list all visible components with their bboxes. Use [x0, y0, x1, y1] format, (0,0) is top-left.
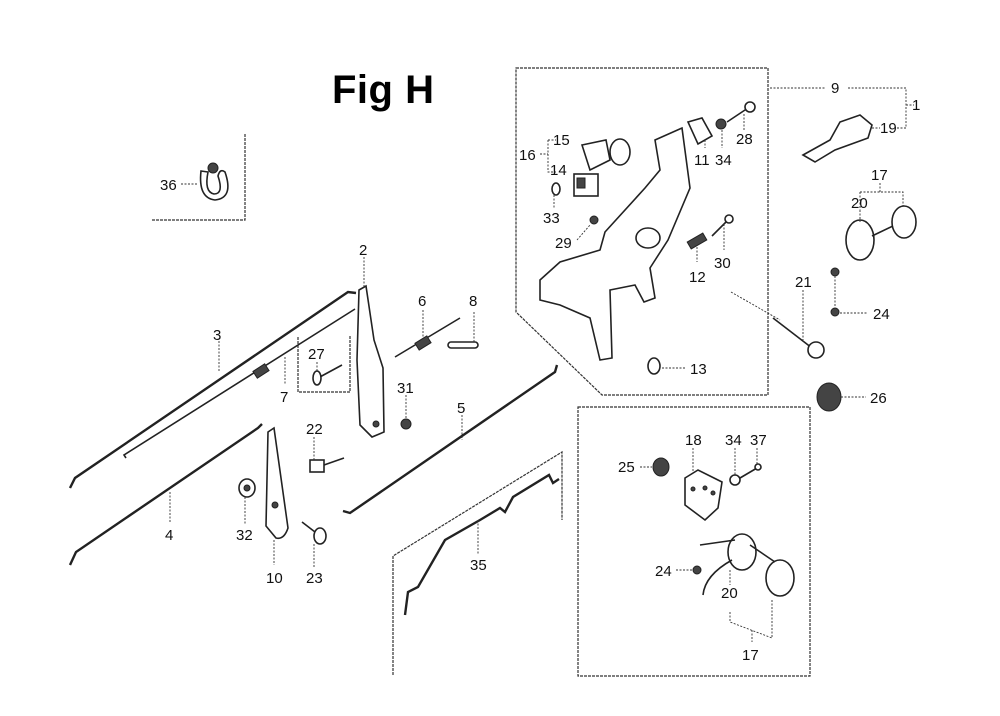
label-part-27: 27 [308, 346, 325, 363]
switch-assembly-frame [577, 406, 811, 677]
part-37-screw[interactable] [739, 448, 762, 479]
label-part-30: 30 [714, 255, 731, 272]
label-part-11: 11 [694, 152, 710, 169]
label-part-17-top: 17 [871, 167, 888, 184]
label-part-13: 13 [690, 361, 707, 378]
part-21-bolt[interactable] [772, 290, 825, 359]
label-part-20-top: 20 [851, 195, 868, 212]
part-25-nut[interactable] [640, 457, 670, 477]
part-20-switch[interactable] [845, 205, 917, 261]
part-13-spring[interactable] [647, 357, 686, 375]
label-part-32: 32 [236, 527, 253, 544]
label-part-2: 2 [359, 242, 367, 259]
part-33-washer[interactable] [551, 182, 561, 208]
label-part-33: 33 [543, 210, 560, 227]
group-16-leader [540, 139, 556, 173]
label-part-12: 12 [689, 269, 706, 286]
part-15-cap[interactable] [580, 138, 631, 172]
label-part-9: 9 [831, 80, 839, 97]
part-4-rod[interactable] [68, 423, 263, 566]
bolt-27-frame [297, 335, 351, 393]
label-part-17-bottom: 17 [742, 647, 759, 664]
part-34-washer-top[interactable] [715, 118, 727, 148]
part-19-plate[interactable] [801, 114, 880, 163]
rod-35-frame [392, 450, 563, 675]
label-part-18: 18 [685, 432, 702, 449]
part-8-spring[interactable] [447, 312, 479, 349]
label-part-21: 21 [795, 274, 812, 291]
part-10-lever[interactable] [265, 426, 289, 565]
label-part-24-bottom: 24 [655, 563, 672, 580]
label-part-29: 29 [555, 235, 572, 252]
label-part-24-top: 24 [873, 306, 890, 323]
part-6-spring-pin[interactable] [394, 310, 461, 358]
part-21-leader-diag [730, 291, 781, 321]
label-part-22: 22 [306, 421, 323, 438]
part-3-rod[interactable] [68, 290, 357, 489]
label-part-6: 6 [418, 293, 426, 310]
part-29-screw[interactable] [576, 215, 599, 241]
part-5-rod[interactable] [342, 364, 559, 515]
label-part-37: 37 [750, 432, 767, 449]
part-32-washer[interactable] [238, 478, 256, 525]
label-part-34-top: 34 [715, 152, 732, 169]
label-part-10: 10 [266, 570, 283, 587]
label-part-20-bottom: 20 [721, 585, 738, 602]
part-34-washer-bottom[interactable] [729, 448, 741, 486]
part-36-clip[interactable] [181, 162, 229, 201]
label-part-15: 15 [553, 132, 570, 149]
part-14-switch[interactable] [573, 173, 599, 197]
label-part-16: 16 [519, 147, 536, 164]
label-part-3: 3 [213, 327, 221, 344]
group-9-leader [770, 87, 914, 129]
label-part-26: 26 [870, 390, 887, 407]
label-part-14: 14 [550, 162, 567, 179]
part-24-screw-top[interactable] [830, 267, 868, 317]
label-part-5: 5 [457, 400, 465, 417]
label-part-35: 35 [470, 557, 487, 574]
label-part-25: 25 [618, 459, 635, 476]
part-22-bolt[interactable] [309, 437, 345, 473]
label-part-36: 36 [160, 177, 177, 194]
part-23-bolt[interactable] [301, 521, 327, 568]
group-17b-leader [729, 600, 773, 642]
label-part-4: 4 [165, 527, 173, 544]
part-11-bracket[interactable] [686, 117, 714, 148]
part-7-spring-rod[interactable] [122, 308, 356, 459]
label-part-7: 7 [280, 389, 288, 406]
label-part-23: 23 [306, 570, 323, 587]
part-20-switch-bottom[interactable] [699, 533, 795, 597]
label-part-19: 19 [880, 120, 897, 137]
bracket-assembly-frame [515, 67, 769, 396]
label-part-31: 31 [397, 380, 414, 397]
part-bracket[interactable] [539, 126, 691, 361]
part-26-grommet[interactable] [816, 382, 866, 412]
part-28-bolt[interactable] [726, 101, 756, 130]
figure-title: Fig H [332, 68, 435, 112]
part-30-bolt[interactable] [711, 214, 734, 250]
part-27-bolt[interactable] [312, 362, 343, 386]
label-part-1: 1 [912, 97, 920, 114]
part-35-rod[interactable] [403, 473, 560, 616]
part-12-spring[interactable] [686, 232, 708, 262]
part-2-arm[interactable] [356, 257, 385, 438]
label-part-34-bottom: 34 [725, 432, 742, 449]
label-part-8: 8 [469, 293, 477, 310]
clip-36-frame [152, 133, 246, 221]
part-24-screw-bottom[interactable] [676, 565, 702, 575]
label-part-28: 28 [736, 131, 753, 148]
part-31-nut[interactable] [400, 395, 412, 430]
part-18-plate[interactable] [684, 448, 723, 522]
